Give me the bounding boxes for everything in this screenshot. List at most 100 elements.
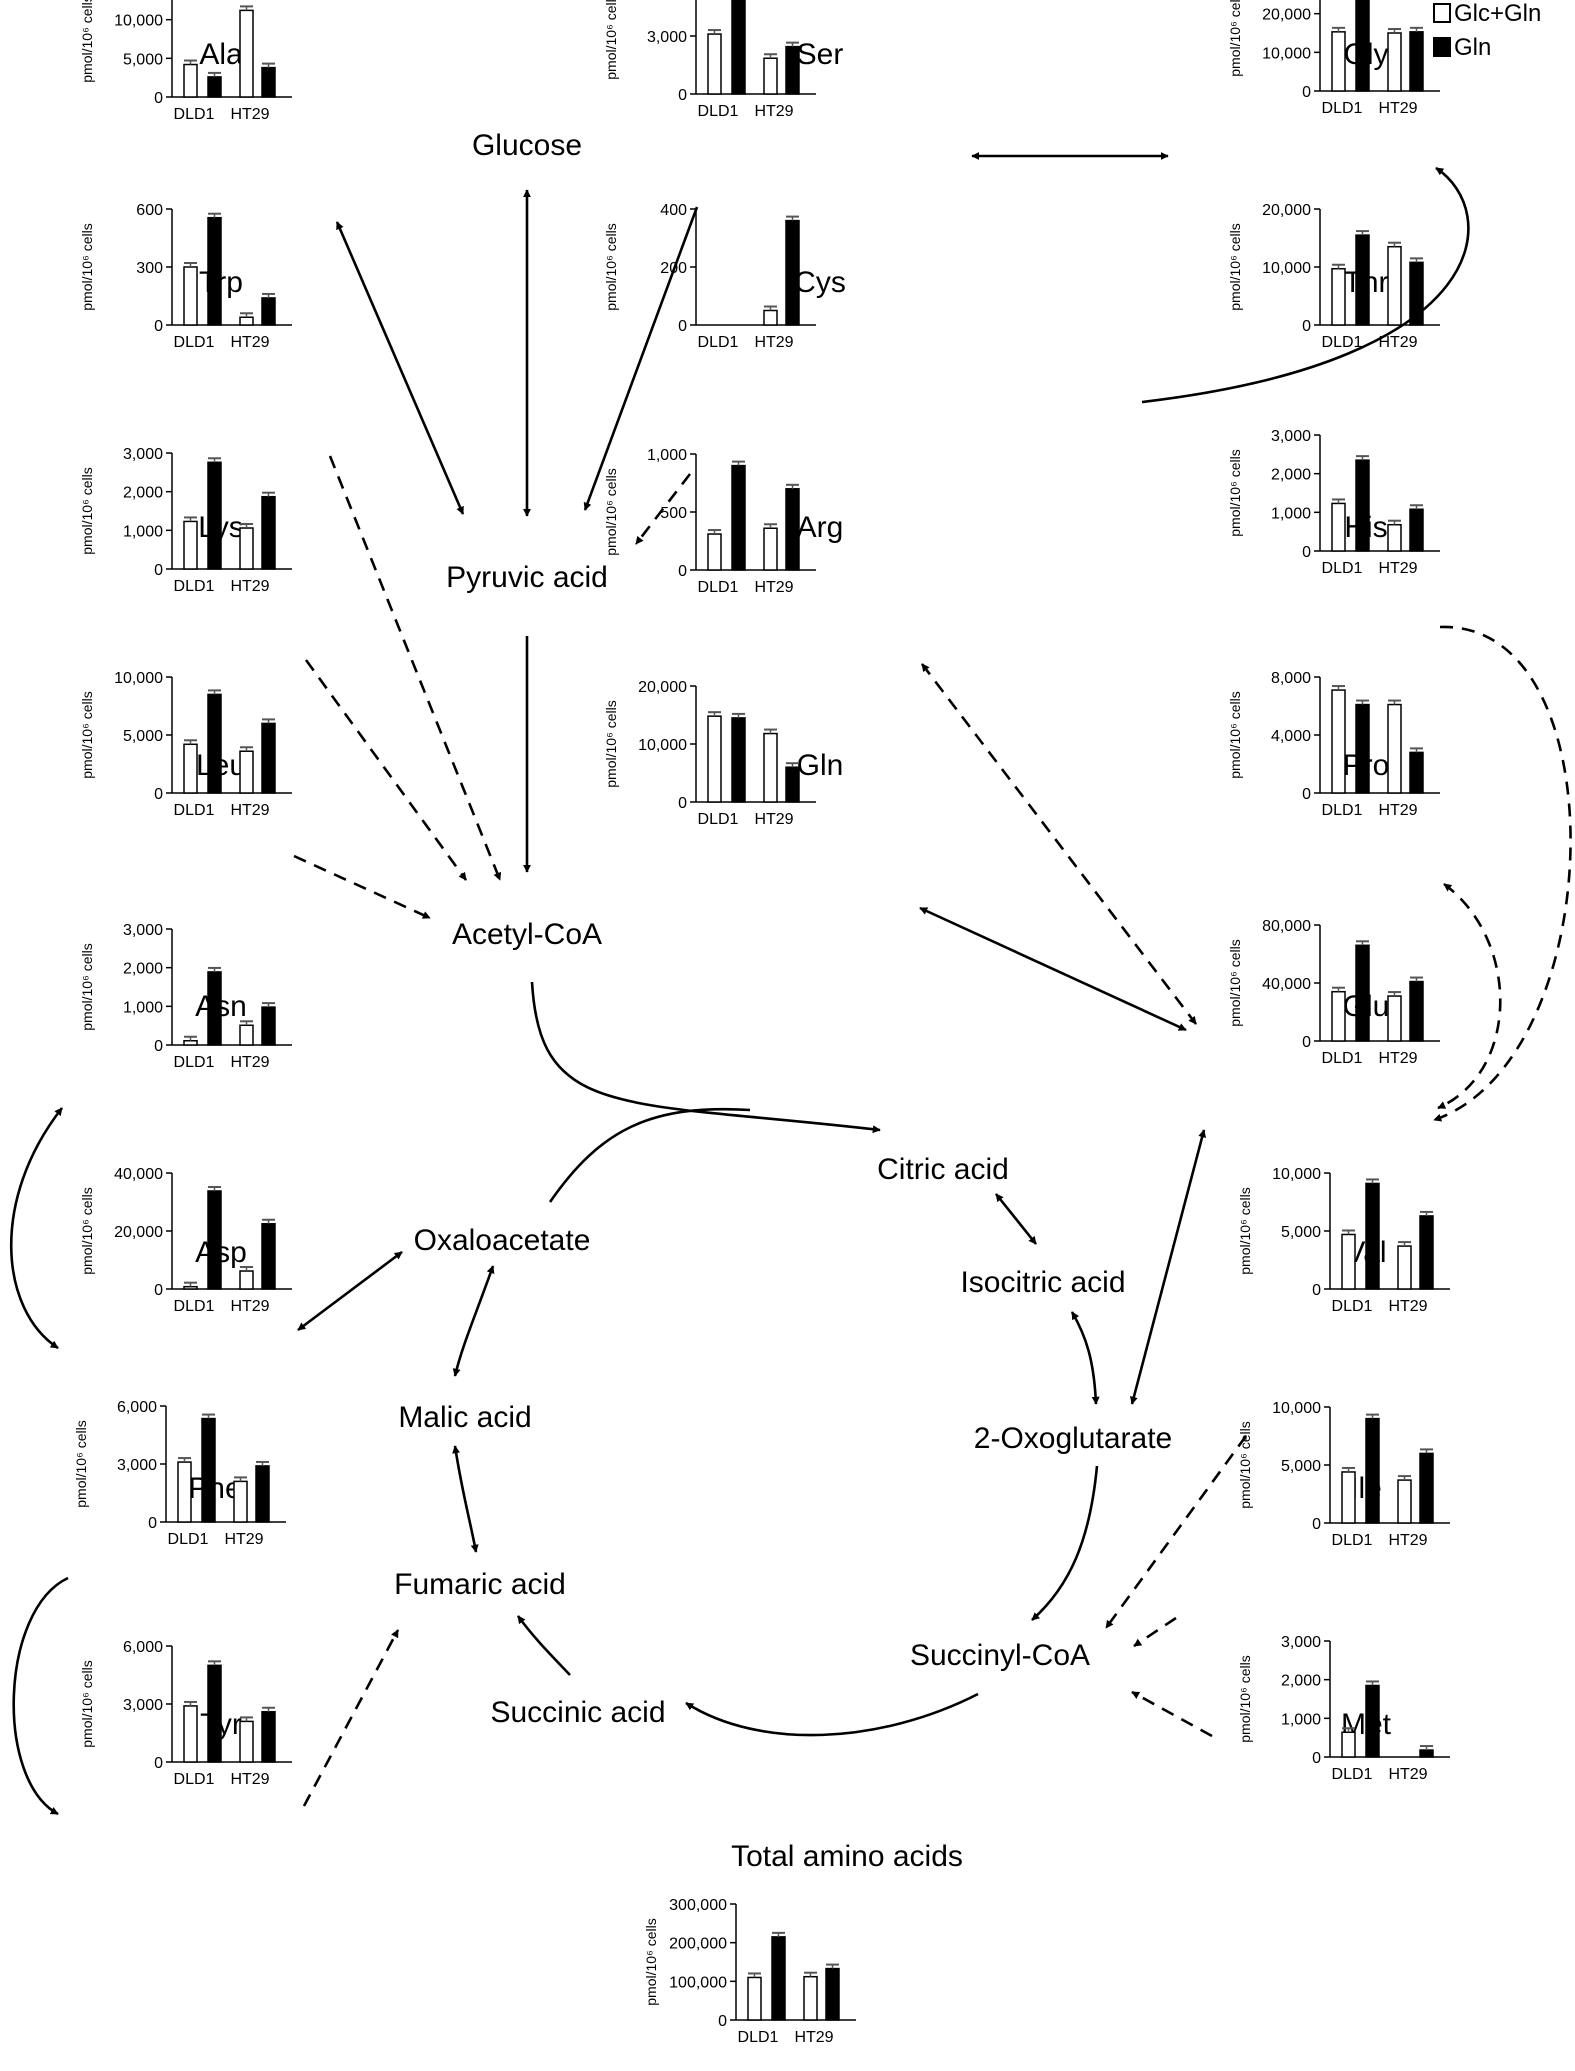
- bar-glc-gln-dld1: [747, 1976, 762, 2021]
- legend: Glc+Gln Gln: [1433, 0, 1541, 61]
- x-category-label: DLD1: [174, 802, 215, 819]
- arrow-ser-pyruvate: [583, 206, 699, 511]
- x-category-label: HT29: [230, 1054, 269, 1071]
- x-category-label: DLD1: [1322, 100, 1363, 117]
- bar-glc-gln-dld1: [1331, 990, 1346, 1042]
- bar-glc-gln-dld1: [183, 266, 198, 326]
- bar-glc-gln-ht29: [763, 732, 778, 803]
- y-tick-label: 600: [136, 202, 163, 219]
- y-tick-label: 1,000: [1281, 1711, 1321, 1728]
- metabolite-fumaric-acid: Fumaric acid: [394, 1568, 566, 1601]
- x-category-label: DLD1: [1322, 334, 1363, 351]
- y-tick-label: 300,000: [669, 1897, 727, 1914]
- y-tick-label: 3,000: [1271, 428, 1311, 445]
- x-category-label: DLD1: [1322, 1050, 1363, 1067]
- metabolite-pyruvic-acid: Pyruvic acid: [446, 561, 608, 594]
- legend-swatch-glc-gln: [1433, 3, 1451, 23]
- y-tick-label: 0: [154, 90, 163, 107]
- arrow-lys-acetylcoa: [304, 659, 468, 881]
- bar-glc-gln-ht29: [239, 1024, 254, 1046]
- bar-gln-dld1: [1355, 0, 1370, 92]
- chart-title-ala: Ala: [199, 38, 243, 71]
- metabolite-acetyl-coa: Acetyl-CoA: [452, 918, 602, 951]
- x-category-label: HT29: [1378, 802, 1417, 819]
- arrow-val-succinylcoa: [1104, 1435, 1248, 1629]
- x-category-label: DLD1: [738, 2029, 779, 2046]
- y-tick-label: 400: [660, 202, 687, 219]
- bar-glc-gln-ht29: [803, 1975, 818, 2021]
- y-axis-label: pmol/10⁶ cells: [1227, 223, 1243, 310]
- bar-gln-ht29: [785, 45, 800, 95]
- y-tick-label: 200,000: [669, 1936, 727, 1953]
- y-tick-label: 3,000: [117, 1457, 157, 1474]
- y-axis-label: pmol/10⁶ cells: [79, 0, 95, 83]
- bar-glc-gln-ht29: [763, 57, 778, 95]
- arrow-thr-gly: [1141, 166, 1470, 404]
- bar-glc-gln-ht29: [239, 316, 254, 326]
- metabolite-malic-acid: Malic acid: [398, 1401, 531, 1434]
- bar-gln-dld1: [1365, 1182, 1380, 1290]
- bar-gln-dld1: [771, 1936, 786, 2021]
- bar-gln-dld1: [207, 693, 222, 794]
- pathway-arrows: [9, 152, 1572, 1816]
- metabolite-citric-acid: Citric acid: [877, 1153, 1009, 1186]
- bar-glc-gln-ht29: [1387, 995, 1402, 1042]
- y-tick-label: 0: [718, 2013, 727, 2030]
- bar-glc-gln-dld1: [183, 1039, 198, 1046]
- x-category-label: HT29: [754, 103, 793, 120]
- arrow-leu-acetylcoa: [293, 854, 431, 920]
- y-axis-label: pmol/10⁶ cells: [603, 700, 619, 787]
- x-category-label: DLD1: [168, 1531, 209, 1548]
- bar-gln-ht29: [261, 1006, 276, 1046]
- bar-gln-ht29: [261, 1710, 276, 1763]
- x-category-label: HT29: [230, 1771, 269, 1788]
- y-tick-label: 0: [154, 1282, 163, 1299]
- y-tick-label: 0: [1302, 84, 1311, 101]
- y-tick-label: 3,000: [123, 922, 163, 939]
- y-axis-label: pmol/10⁶ cells: [603, 468, 619, 555]
- bar-glc-gln-ht29: [239, 750, 254, 794]
- bar-gln-ht29: [261, 66, 276, 98]
- bar-glc-gln-dld1: [1341, 1731, 1356, 1758]
- bar-gln-dld1: [731, 464, 746, 571]
- bar-glc-gln-ht29: [1397, 1245, 1412, 1290]
- y-axis-label: pmol/10⁶ cells: [79, 223, 95, 310]
- arrow-met-succinylcoa: [1131, 1690, 1213, 1738]
- arrow-his-glu: [1433, 625, 1572, 1122]
- y-tick-label: 200: [660, 260, 687, 277]
- x-category-label: HT29: [230, 802, 269, 819]
- bar-glc-gln-dld1: [183, 1285, 198, 1290]
- y-tick-label: 20,000: [114, 1224, 163, 1241]
- legend-swatch-gln: [1433, 37, 1451, 57]
- bar-gln-ht29: [255, 1465, 270, 1523]
- bar-gln-dld1: [207, 461, 222, 570]
- x-category-label: HT29: [794, 2029, 833, 2046]
- arrow-trp-acetylcoa: [328, 455, 502, 881]
- y-tick-label: 10,000: [1262, 260, 1311, 277]
- y-tick-label: 0: [678, 563, 687, 580]
- y-tick-label: 0: [1302, 544, 1311, 561]
- x-category-label: DLD1: [698, 103, 739, 120]
- y-axis-label: pmol/10⁶ cells: [79, 691, 95, 778]
- bar-gln-dld1: [1365, 1684, 1380, 1758]
- y-axis-label: pmol/10⁶ cells: [79, 1660, 95, 1747]
- y-axis-label: pmol/10⁶ cells: [1227, 449, 1243, 536]
- metabolite-oxaloacetate: Oxaloacetate: [414, 1224, 591, 1257]
- bar-gln-dld1: [1355, 234, 1370, 326]
- bar-gln-ht29: [1409, 508, 1424, 552]
- y-axis-label: pmol/10⁶ cells: [79, 467, 95, 554]
- y-tick-label: 20,000: [1262, 7, 1311, 24]
- y-tick-label: 4,000: [1271, 728, 1311, 745]
- arrow-succinylcoa-succinic: [685, 1692, 979, 1737]
- chart-title-total-amino-acids: Total amino acids: [731, 1840, 963, 1873]
- bar-glc-gln-ht29: [1387, 32, 1402, 92]
- bar-glc-gln-ht29: [1387, 703, 1402, 794]
